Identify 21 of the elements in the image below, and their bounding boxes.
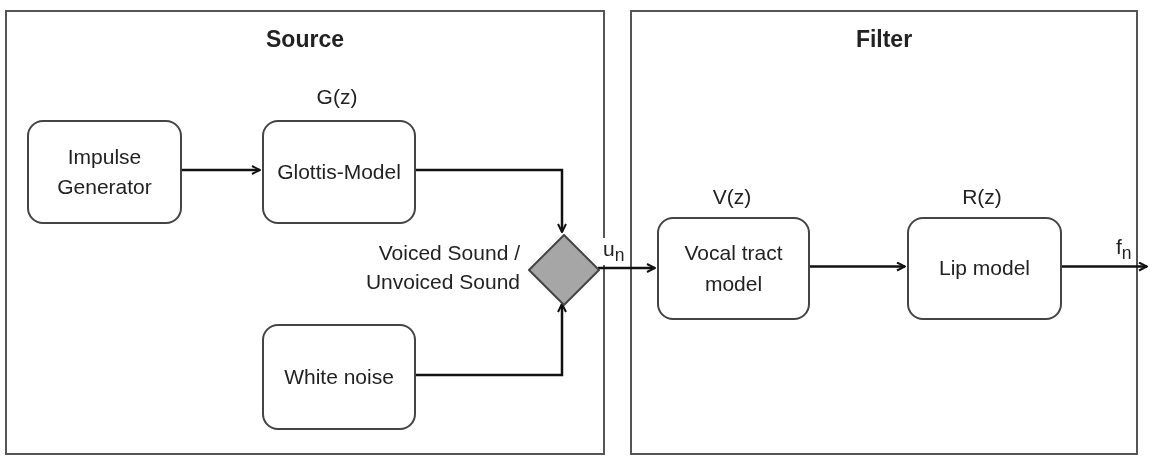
process-box: Lip model: [907, 217, 1062, 320]
junction-diamond: [528, 234, 600, 306]
edge-label: u$_{n}$: [603, 238, 625, 265]
source-panel: [5, 10, 605, 455]
arrow: [414, 303, 567, 377]
transfer-label: R(z): [961, 184, 1003, 210]
arrow: [414, 168, 567, 233]
arrow: [180, 165, 261, 175]
filter-panel: [630, 10, 1138, 455]
transfer-label: V(z): [711, 184, 753, 210]
arrow: [598, 263, 656, 273]
process-box: Glottis-Model: [262, 120, 416, 224]
arrow: [1060, 261, 1148, 272]
process-box: Impulse Generator: [27, 120, 182, 224]
process-box: Vocal tract model: [657, 217, 810, 320]
panel-title: Source: [265, 26, 345, 53]
arrow: [808, 261, 906, 272]
panel-title: Filter: [854, 26, 914, 53]
process-box: White noise: [262, 324, 416, 430]
transfer-label: G(z): [315, 84, 359, 110]
transfer-label: Voiced Sound / Unvoiced Sound: [364, 240, 520, 296]
